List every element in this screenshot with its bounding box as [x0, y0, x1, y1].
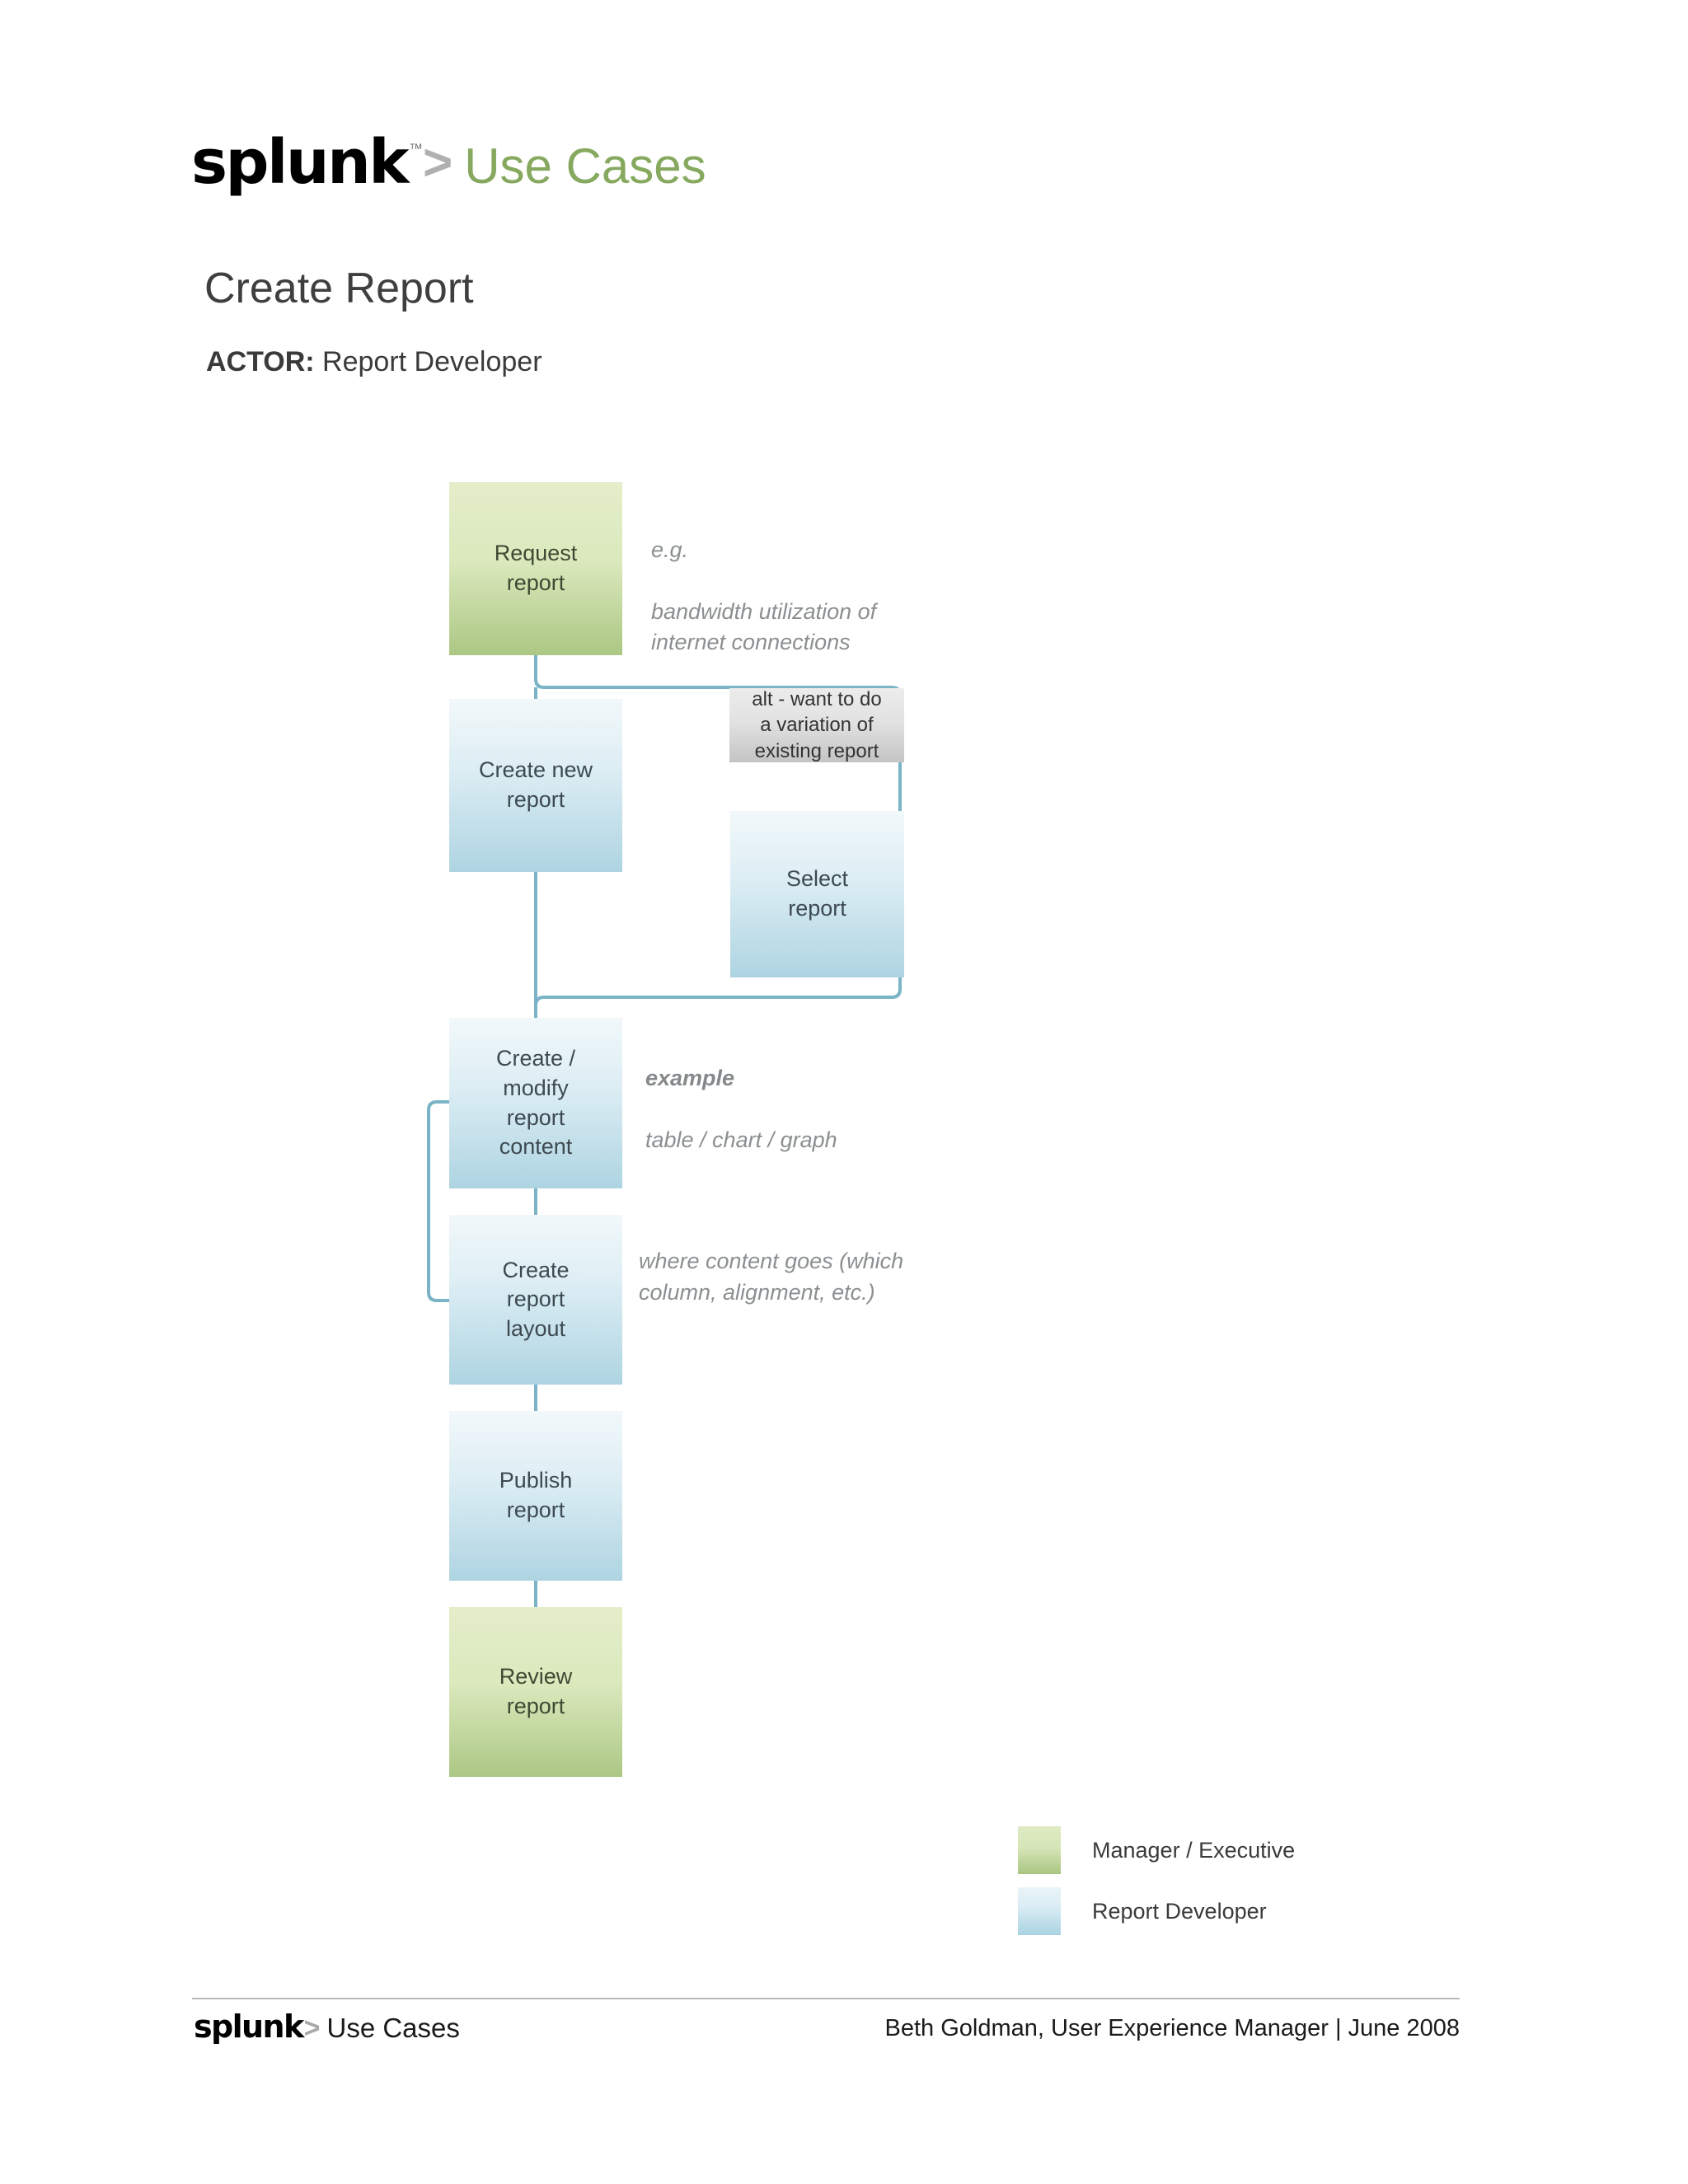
- annotation-example: example table / chart / graph: [645, 1033, 837, 1186]
- footer-credit: Beth Goldman, User Experience Manager | …: [884, 2015, 1461, 2041]
- node-alt-note: alt - want to do a variation of existing…: [729, 688, 904, 762]
- node-create-report-layout[interactable]: Create report layout: [449, 1215, 622, 1385]
- annotation-layout: where content goes (which column, alignm…: [639, 1216, 903, 1338]
- connector-request-to-alt: [534, 676, 902, 710]
- connector-select-merge: [534, 977, 902, 1018]
- actor-value: Report Developer: [322, 346, 542, 377]
- legend-item-developer: Report Developer: [1018, 1881, 1295, 1942]
- chevron-right-icon: >: [422, 134, 453, 191]
- annotation-eg-line2: bandwidth utilization of internet connec…: [651, 598, 877, 654]
- annotation-eg-line1: e.g.: [651, 537, 689, 563]
- footer-chevron-right-icon: >: [303, 2013, 321, 2044]
- legend: Manager / Executive Report Developer: [1018, 1820, 1295, 1942]
- footer-splunk-wordmark: splunk: [194, 2008, 304, 2045]
- legend-swatch-green: [1018, 1826, 1061, 1874]
- actor-label: ACTOR:: [206, 346, 315, 377]
- legend-item-manager: Manager / Executive: [1018, 1820, 1295, 1881]
- annotation-eg: e.g. bandwidth utilization of internet c…: [651, 504, 876, 689]
- legend-label-manager: Manager / Executive: [1092, 1837, 1296, 1863]
- splunk-wordmark: splunk: [191, 127, 409, 198]
- header-logo: splunk ™ > Use Cases: [191, 132, 706, 195]
- footer-logo: splunk > Use Cases: [194, 2011, 460, 2045]
- node-request-report[interactable]: Request report: [449, 482, 622, 655]
- footer-subtitle: Use Cases: [326, 2013, 460, 2043]
- annotation-layout-line2: where content goes (which column, alignm…: [639, 1249, 904, 1305]
- annotation-example-line2: table / chart / graph: [645, 1127, 837, 1152]
- page-title: Create Report: [204, 265, 474, 312]
- node-review-report[interactable]: Review report: [449, 1607, 622, 1777]
- footer-divider: [192, 1998, 1460, 1999]
- node-publish-report[interactable]: Publish report: [449, 1411, 622, 1581]
- node-create-new-report[interactable]: Create new report: [449, 699, 622, 872]
- header-subtitle: Use Cases: [464, 138, 706, 194]
- node-select-report[interactable]: Select report: [730, 811, 904, 977]
- connector-feedback-loop: [427, 1100, 449, 1302]
- node-create-modify-content[interactable]: Create / modify report content: [449, 1018, 622, 1188]
- annotation-example-line1: example: [645, 1066, 735, 1091]
- actor-line: ACTOR: Report Developer: [206, 346, 542, 378]
- trademark-icon: ™: [408, 141, 423, 157]
- legend-swatch-blue: [1018, 1887, 1061, 1935]
- legend-label-developer: Report Developer: [1092, 1898, 1267, 1924]
